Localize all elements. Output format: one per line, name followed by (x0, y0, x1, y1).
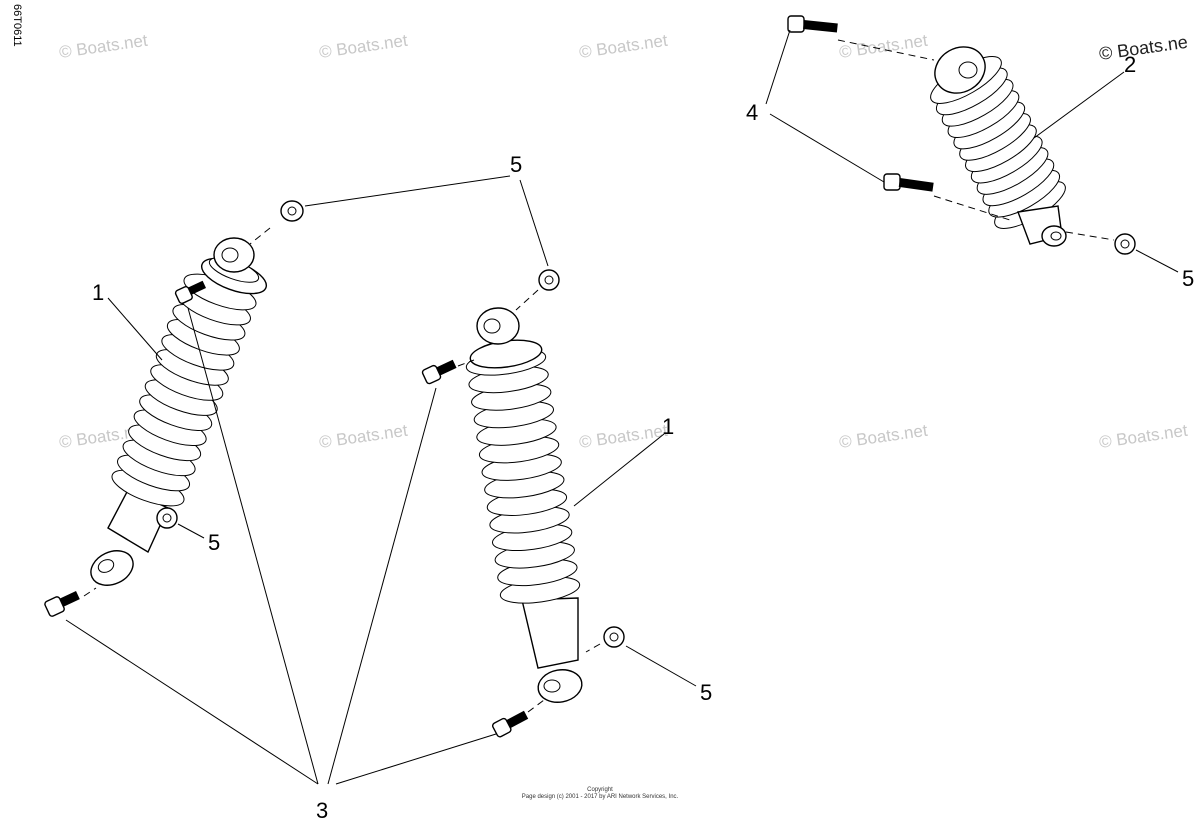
left-shock-absorber (90, 237, 268, 586)
bolt-top-upper (787, 15, 838, 33)
watermark-dark: © Boats.ne (1098, 32, 1189, 64)
bolt-right-lower (492, 710, 529, 738)
callout-1-right: 1 (662, 414, 674, 439)
bolt-top-lower (883, 173, 934, 192)
watermark: © Boats.net (838, 421, 929, 452)
callout-2: 2 (1124, 52, 1136, 77)
watermark: © Boats.net (1098, 421, 1189, 452)
callouts: 1 1 2 3 4 5 5 5 5 (92, 52, 1194, 823)
watermark: © Boats.net (318, 31, 409, 62)
nut-top-shock (1114, 233, 1136, 255)
watermark: © Boats.net (578, 31, 669, 62)
nut-top-right (538, 269, 560, 291)
nut-right-lower (603, 626, 625, 648)
bolt-left-lower (44, 591, 80, 617)
callout-3: 3 (316, 798, 328, 823)
diagram-code: 66T0611 (11, 4, 23, 47)
callout-5-left: 5 (208, 530, 220, 555)
copyright-text: Page design (c) 2001 - 2017 by ARI Netwo… (522, 794, 679, 800)
callout-1-left: 1 (92, 280, 104, 305)
watermark: © Boats.net (578, 421, 669, 452)
nut-top-left (280, 200, 304, 222)
callout-5-right: 5 (1182, 266, 1194, 291)
watermark: © Boats.net (58, 31, 149, 62)
callout-5-top: 5 (510, 152, 522, 177)
copyright-label: Copyright (587, 787, 613, 793)
callout-4: 4 (746, 100, 758, 125)
callout-5-bottom: 5 (700, 680, 712, 705)
rear-shock-absorber (930, 46, 1067, 247)
watermark: © Boats.net (318, 421, 409, 452)
watermark: © Boats.net (838, 31, 929, 62)
nut-left-lower (156, 507, 178, 529)
right-shock-absorber (465, 307, 583, 703)
bolt-right-upper (421, 359, 457, 385)
leader-lines (65, 29, 1179, 785)
